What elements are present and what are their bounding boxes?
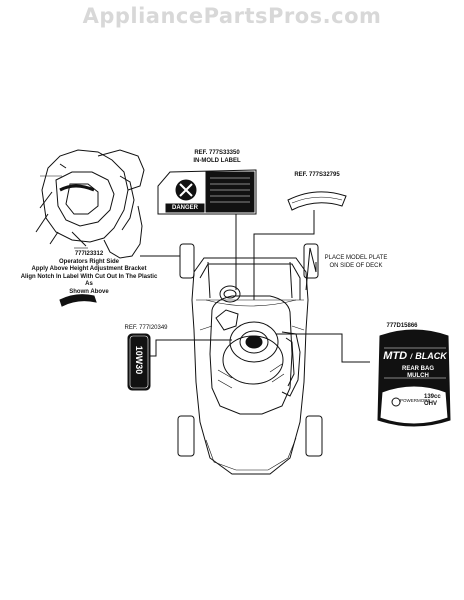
oil-label-text: 10W30 bbox=[134, 345, 144, 375]
danger-in-mold-label bbox=[157, 169, 257, 215]
ref-777i20349: REF. 777I20349 bbox=[124, 325, 168, 331]
part-777d15866: 777D15866 bbox=[386, 323, 418, 329]
lawn-mower-body bbox=[177, 243, 323, 475]
height-adjustment-bracket-detail bbox=[35, 149, 145, 259]
on-side-of-deck-note: ON SIDE OF DECK bbox=[329, 262, 383, 269]
in-mold-label-title: IN-MOLD LABEL bbox=[193, 157, 241, 164]
place-model-plate-note: PLACE MODEL PLATE bbox=[324, 255, 388, 261]
engine-cc-text: 139cc bbox=[424, 394, 441, 400]
ref-777s32795: REF. 777S32795 bbox=[294, 172, 340, 178]
mulch-text: MULCH bbox=[407, 373, 429, 379]
shown-above-note: Shown Above bbox=[69, 288, 109, 295]
ohv-text: OHV bbox=[424, 401, 438, 407]
watermark: AppliancePartsPros.com bbox=[82, 4, 382, 28]
oil-label-decal bbox=[127, 333, 151, 391]
leader-lines bbox=[71, 210, 370, 363]
powermore-text: POWERMORE bbox=[400, 398, 431, 403]
mtd-black-badge bbox=[377, 329, 451, 427]
danger-text: DANGER bbox=[171, 205, 198, 211]
rear-bag-text: REAR BAG bbox=[401, 366, 434, 372]
operators-right-side-note: Operators Right Side bbox=[58, 258, 119, 265]
apply-above-note: Apply Above Height Adjustment Bracket bbox=[31, 266, 147, 272]
align-notch-note: Align Notch In Label With Cut Out In The… bbox=[20, 273, 158, 288]
curved-decal-right bbox=[287, 191, 347, 211]
curved-decal-left bbox=[59, 294, 97, 307]
ref-in-mold-label: REF. 777S33350 bbox=[194, 150, 240, 156]
brand-black: BLACK bbox=[415, 351, 447, 361]
brand-mtd: MTD bbox=[383, 350, 408, 362]
part-777i23312: 777I23312 bbox=[74, 251, 104, 257]
